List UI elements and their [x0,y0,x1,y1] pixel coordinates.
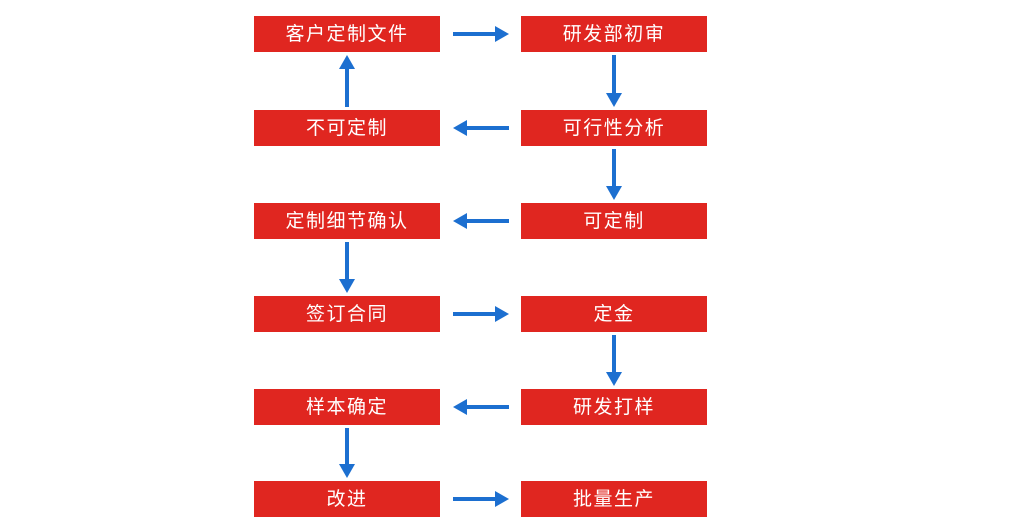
arrowhead-icon [606,93,622,107]
flow-node-deposit: 定金 [521,296,707,332]
flow-arrow-customer-custom-file-to-rd-initial-review [452,26,509,42]
arrow-line [612,55,616,96]
arrow-line [612,335,616,375]
flow-arrow-deposit-to-rd-prototyping [606,335,622,386]
arrowhead-icon [452,120,467,136]
flow-node-sample-confirmation: 样本确定 [254,389,440,425]
flow-node-rd-prototyping: 研发打样 [521,389,707,425]
flow-arrow-sign-contract-to-deposit [452,306,509,322]
arrow-line [464,126,509,130]
flow-node-feasibility-analysis: 可行性分析 [521,110,707,146]
flow-node-not-customizable: 不可定制 [254,110,440,146]
arrowhead-icon [606,186,622,200]
flow-node-customizable: 可定制 [521,203,707,239]
arrow-line [612,149,616,189]
flow-node-sign-contract: 签订合同 [254,296,440,332]
arrow-line [464,219,509,223]
arrow-line [452,32,497,36]
arrow-line [345,242,349,282]
flow-arrow-customizable-to-detail-confirmation [452,213,509,229]
flow-arrow-feasibility-analysis-to-customizable [606,149,622,200]
arrowhead-icon [339,55,355,69]
arrowhead-icon [339,279,355,293]
flow-arrow-detail-confirmation-to-sign-contract [339,242,355,293]
arrow-line [345,66,349,107]
flow-arrow-rd-initial-review-to-feasibility-analysis [606,55,622,107]
arrowhead-icon [452,213,467,229]
flow-arrow-rd-prototyping-to-sample-confirmation [452,399,509,415]
flow-arrow-improvement-to-mass-production [452,491,509,507]
arrowhead-icon [339,464,355,478]
arrow-line [464,405,509,409]
flow-arrow-not-customizable-to-customer-custom-file [339,55,355,107]
arrow-line [452,497,497,501]
flow-node-detail-confirmation: 定制细节确认 [254,203,440,239]
arrowhead-icon [494,26,509,42]
arrow-line [452,312,497,316]
flow-node-improvement: 改进 [254,481,440,517]
flow-arrow-feasibility-analysis-to-not-customizable [452,120,509,136]
flow-node-mass-production: 批量生产 [521,481,707,517]
flow-node-customer-custom-file: 客户定制文件 [254,16,440,52]
arrow-line [345,428,349,467]
flow-node-rd-initial-review: 研发部初审 [521,16,707,52]
arrowhead-icon [452,399,467,415]
flow-arrow-sample-confirmation-to-improvement [339,428,355,478]
arrowhead-icon [494,491,509,507]
arrowhead-icon [494,306,509,322]
arrowhead-icon [606,372,622,386]
